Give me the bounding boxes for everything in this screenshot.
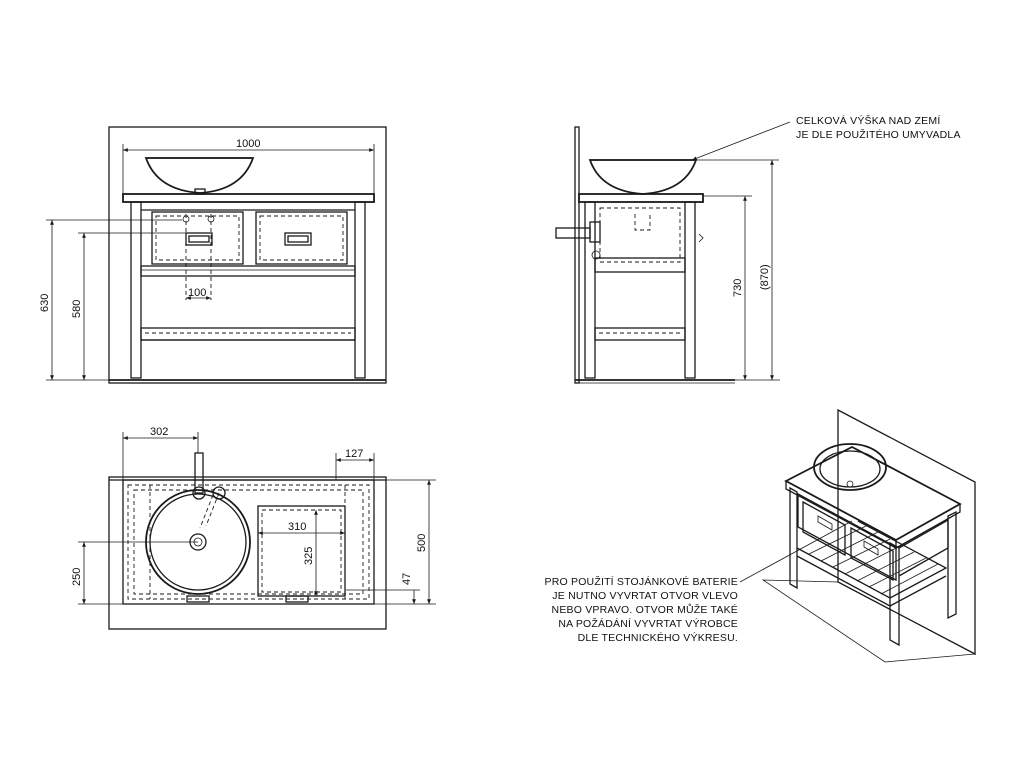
dim-1000-label: 1000 — [236, 138, 260, 150]
front-basin — [144, 157, 255, 194]
dim-500-label: 500 — [416, 534, 428, 552]
faucet-note: PRO POUŽITÍ STOJÁNKOVÉ BATERIE JE NUTNO … — [545, 520, 853, 644]
faucet-note-line-3: NEBO VPRAVO. OTVOR MŮŽE TAKÉ — [552, 603, 738, 616]
dim-310-label: 310 — [288, 521, 306, 533]
dim-580-label: 580 — [71, 300, 83, 318]
dim-250-label: 250 — [71, 568, 83, 586]
dim-47-label: 47 — [401, 573, 413, 585]
top-view — [108, 452, 387, 630]
isometric-view — [761, 408, 977, 663]
side-dimensions: 730 (870) CELKOVÁ VÝŠKA NAD ZEMÍ JE DLE … — [691, 114, 961, 381]
dim-302-label: 302 — [150, 426, 168, 438]
side-view — [555, 126, 735, 384]
dim-100-label: 100 — [188, 287, 206, 299]
front-drawer-left — [151, 211, 244, 265]
height-note-line-1: CELKOVÁ VÝŠKA NAD ZEMÍ — [796, 114, 940, 127]
faucet-note-line-2: JE NUTNO VYVRTAT OTVOR VLEVO — [552, 590, 738, 602]
dim-630-label: 630 — [39, 294, 51, 312]
front-countertop — [122, 193, 375, 203]
dim-730-label: 730 — [732, 279, 744, 297]
front-dimensions: 1000 630 580 100 — [39, 138, 375, 381]
top-dimensions: 302 127 310 325 500 250 47 — [71, 426, 436, 605]
front-view — [108, 126, 387, 384]
faucet-note-line-1: PRO POUŽITÍ STOJÁNKOVÉ BATERIE — [545, 575, 738, 588]
height-note-line-2: JE DLE POUŽITÉHO UMYVADLA — [796, 128, 961, 141]
dim-870-label: (870) — [759, 264, 771, 290]
front-drawer-right — [255, 211, 348, 265]
dim-127-label: 127 — [345, 448, 363, 460]
dim-325-label: 325 — [303, 547, 315, 565]
faucet-note-line-4: NA POŽÁDÁNÍ VYVRTAT VÝROBCE — [558, 617, 738, 630]
faucet-note-line-5: DLE TECHNICKÉHO VÝKRESU. — [578, 631, 738, 644]
side-basin — [588, 159, 698, 195]
